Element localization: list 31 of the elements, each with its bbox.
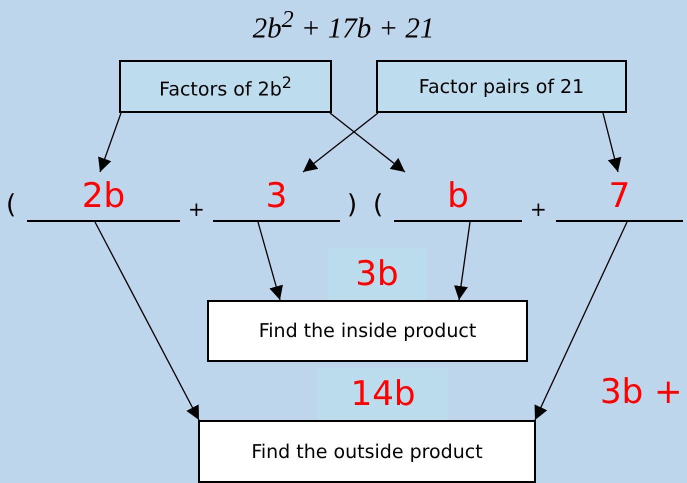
answer-text: 3b — [355, 254, 399, 294]
step-box — [198, 420, 536, 483]
bracket: ) — [347, 190, 358, 220]
step-text: Find the outside product — [251, 440, 483, 462]
label-box — [119, 60, 332, 113]
arrow — [454, 222, 471, 300]
plus-sign: + — [188, 197, 205, 221]
label-box — [376, 60, 627, 113]
equation-title: 2b$^{2}$ + 17b + 21 — [252, 6, 436, 46]
arrow — [94, 222, 200, 420]
arrow — [257, 222, 283, 300]
arrow — [330, 112, 406, 173]
answer-box — [328, 248, 426, 300]
arrow — [534, 222, 628, 420]
arrow — [602, 112, 622, 172]
step-text: Find the inside product — [258, 320, 476, 342]
bracket: ( — [6, 190, 16, 220]
step-box — [207, 300, 528, 362]
box-label: Factors of 2b$^{2}$ — [159, 72, 292, 100]
bracket: ( — [373, 190, 384, 220]
answer-text: 3 — [266, 179, 288, 213]
box-label: Factor pairs of 21 — [418, 76, 584, 98]
answer-text: 7 — [608, 179, 630, 213]
arrow — [302, 112, 378, 173]
answer-box — [318, 368, 448, 420]
answer-text: 2b — [82, 179, 126, 213]
answer-text: 3b + — [600, 372, 683, 412]
arrow — [98, 112, 122, 172]
answer-text: b — [447, 179, 469, 213]
answer-text: 14b — [350, 374, 416, 414]
plus-sign: + — [530, 197, 547, 221]
